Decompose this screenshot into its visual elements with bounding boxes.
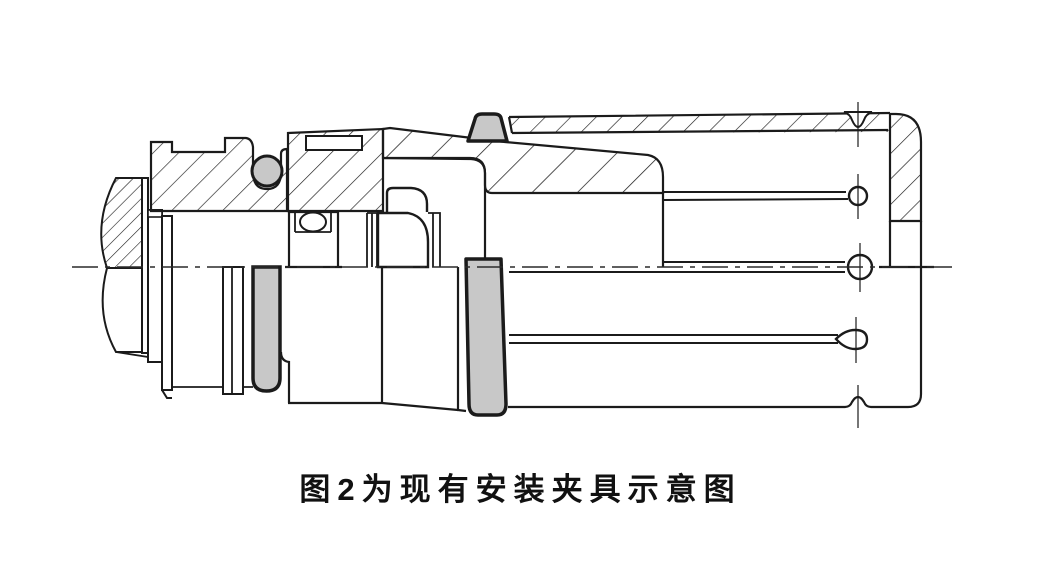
- figure-caption: 图2为现有安装夹具示意图: [299, 472, 742, 507]
- clamp-ring: [464, 257, 508, 417]
- handle-knob: [100, 177, 149, 358]
- end-cap: [879, 112, 934, 269]
- retaining-flange: [147, 209, 173, 399]
- ball-bearing: [285, 210, 342, 269]
- body-block-2: [286, 127, 385, 213]
- washer-right: [428, 212, 441, 267]
- bore-wall: [383, 156, 487, 267]
- lock-nut-assembly: [366, 186, 441, 269]
- stud-end: [385, 186, 429, 212]
- guide-sleeve: [507, 111, 891, 135]
- collet-body-outline: [279, 267, 923, 413]
- keyway-notch: [305, 135, 363, 151]
- body-block: [149, 136, 289, 213]
- collet-slot-lower: [509, 317, 869, 363]
- seal-pin: [251, 265, 282, 393]
- lock-nut: [376, 211, 430, 269]
- washer-left: [366, 212, 378, 267]
- collet-slot-upper: [662, 174, 869, 219]
- drive-key: [466, 112, 509, 143]
- detent-ball: [250, 154, 284, 188]
- spacer-rings: [172, 266, 253, 395]
